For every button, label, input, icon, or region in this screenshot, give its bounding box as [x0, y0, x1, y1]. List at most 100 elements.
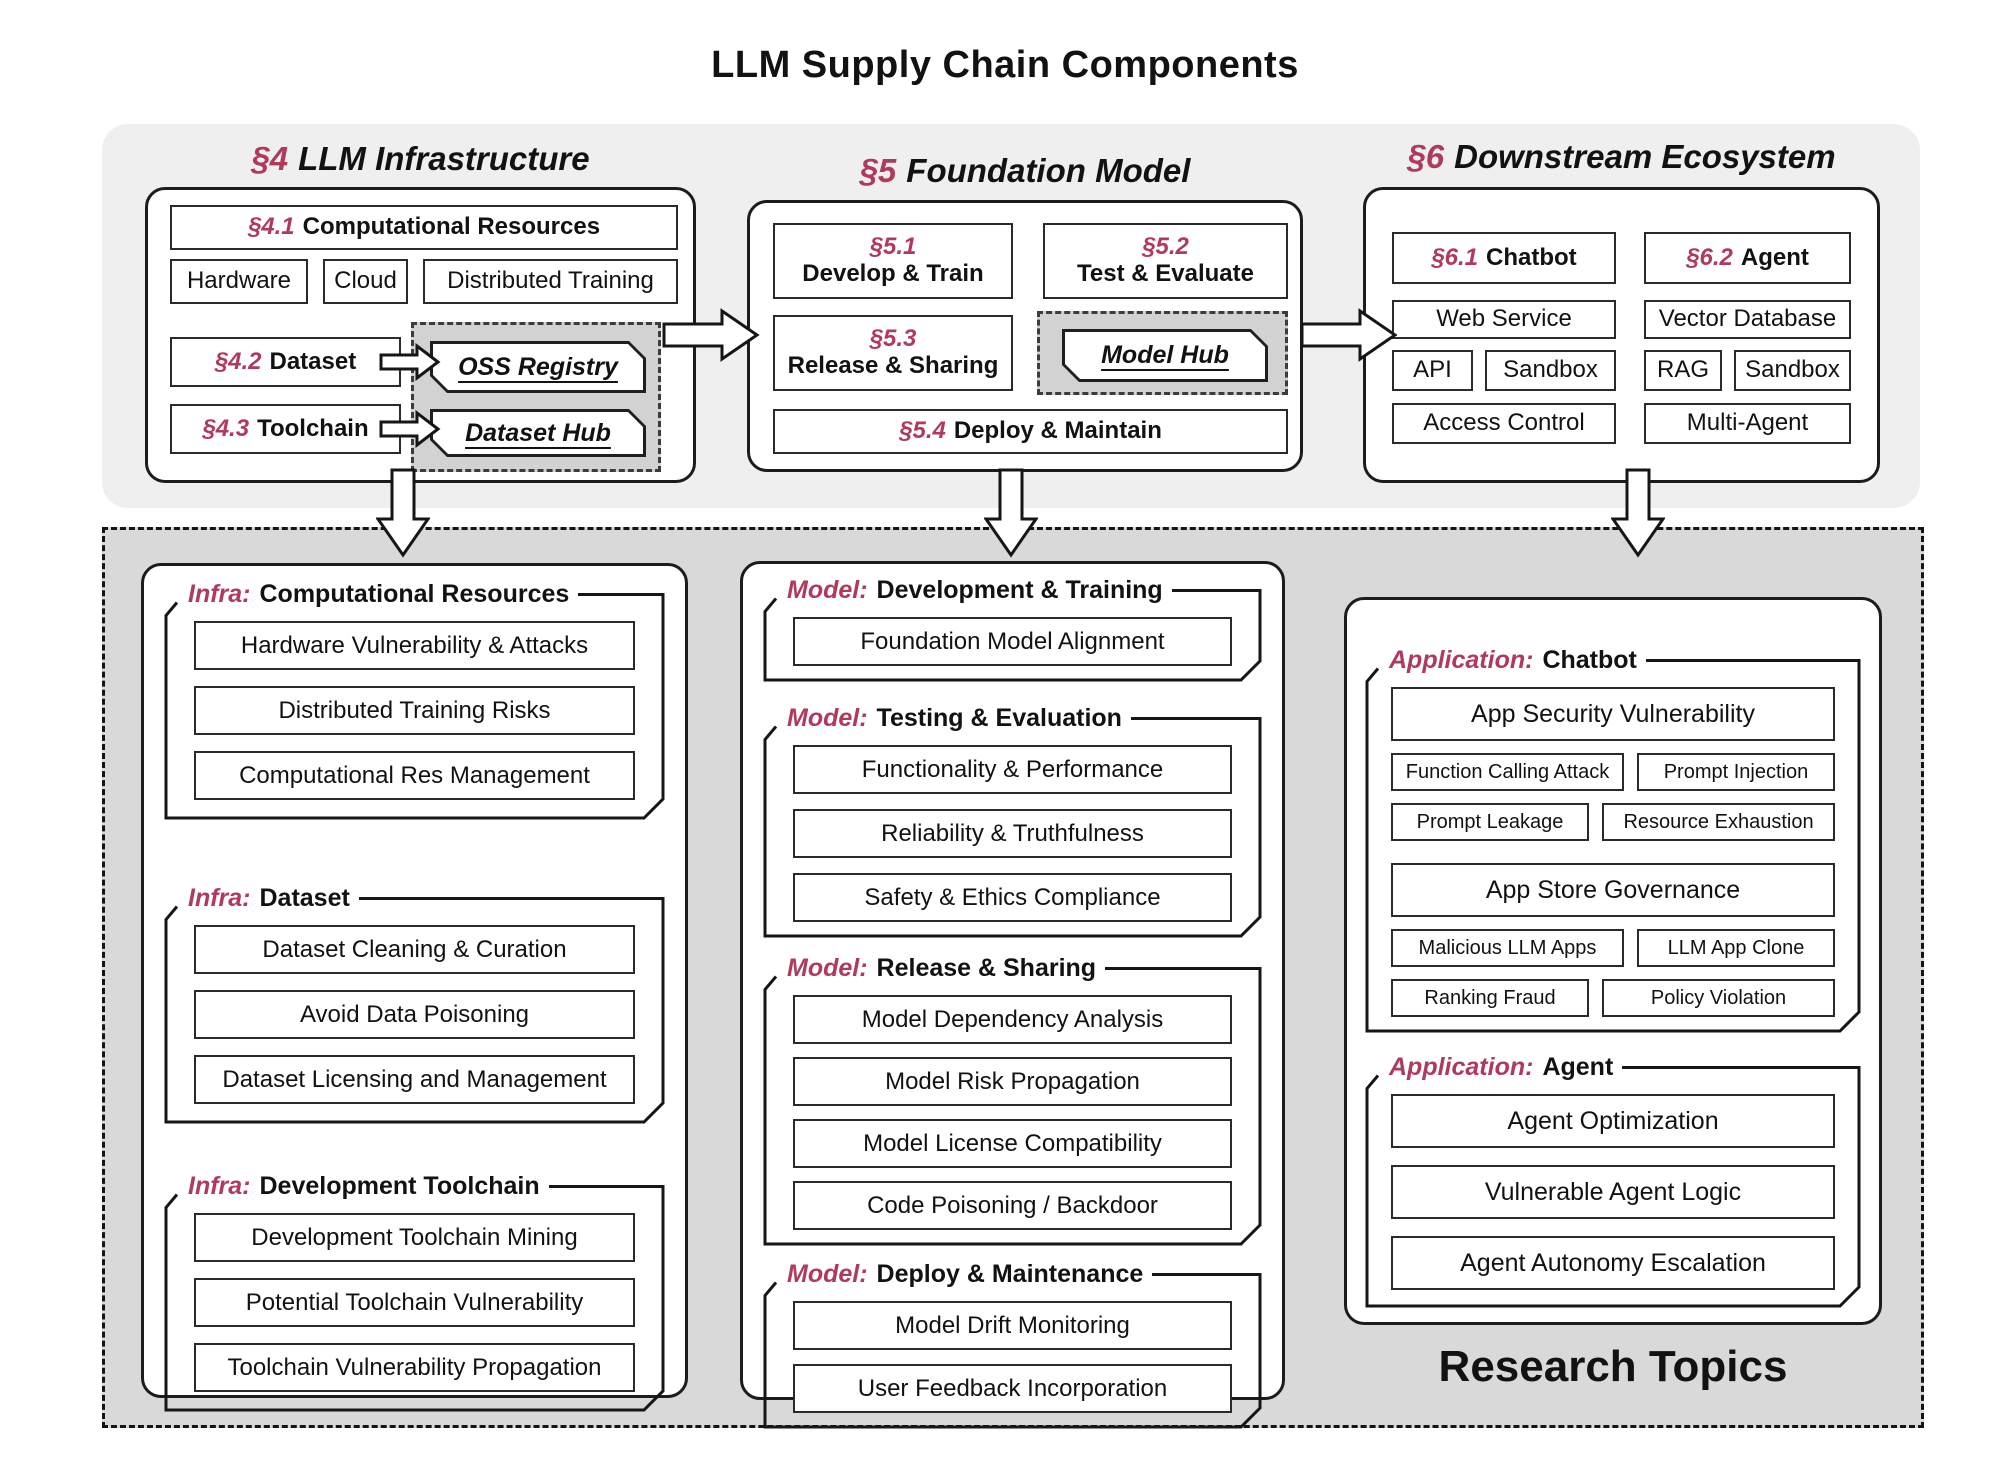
page-title: LLM Supply Chain Components: [711, 44, 1299, 86]
research-topic: Agent Optimization: [1391, 1094, 1835, 1148]
group-title: Model: Development & Training: [787, 576, 1163, 605]
cloud-box: Cloud: [323, 259, 408, 304]
research-group-development-toolchain: Infra:Development Toolchain Development …: [164, 1172, 665, 1412]
research-topic: User Feedback Incorporation: [793, 1364, 1232, 1413]
subsection-name: Deploy & Maintain: [953, 417, 1162, 445]
subsection-number: §5.1: [869, 233, 917, 261]
group-title: Infra: Computational Resources: [188, 580, 569, 609]
section-name: LLM Infrastructure: [298, 140, 590, 177]
subsection-number: §6.1: [1431, 243, 1479, 271]
group-prefix: Application:: [1389, 1053, 1534, 1081]
group-title: Application:Agent: [1389, 1053, 1613, 1082]
research-group-dataset: Infra: Dataset Dataset Cleaning & Curatio…: [164, 884, 665, 1124]
subsection-name: Agent: [1740, 243, 1809, 271]
group-title: Application: Chatbot: [1389, 646, 1637, 675]
oss-registry-label: OSS Registry: [458, 352, 618, 381]
research-topic: Computational Res Management: [194, 751, 635, 800]
research-group-testing-evaluation: Model:Testing & Evaluation Functionality…: [763, 704, 1262, 938]
distributed-training-box: Distributed Training: [423, 259, 678, 304]
research-topic: Distributed Training Risks: [194, 686, 635, 735]
release-sharing-box: §5.3 Release & Sharing: [773, 315, 1013, 391]
research-topic: Safety & Ethics Compliance: [793, 873, 1232, 922]
research-topic: Code Poisoning / Backdoor: [793, 1181, 1232, 1230]
subsection-name: Chatbot: [1486, 243, 1577, 271]
group-prefix: Application:: [1389, 646, 1534, 674]
section-number: §4: [251, 140, 289, 177]
group-name: Chatbot: [1542, 646, 1637, 674]
research-topic: Ranking Fraud: [1391, 979, 1590, 1017]
rag-box: RAG: [1644, 350, 1722, 391]
subsection-number: §4.3: [202, 414, 250, 442]
model-hub-box: Model Hub: [1062, 329, 1268, 382]
hardware-box: Hardware: [170, 259, 308, 304]
group-name: Development & Training: [876, 576, 1163, 604]
downstream-ecosystem-box: §6.1 Chatbot §6.2 Agent Web Service Vect…: [1363, 187, 1880, 483]
research-group-chatbot: Application: Chatbot App Security Vulnera…: [1365, 646, 1861, 1033]
model-hub-panel: Model Hub: [1037, 311, 1288, 395]
group-prefix: Model:: [787, 954, 868, 982]
registry-hub-panel: OSS Registry Dataset Hub: [411, 322, 661, 472]
test-evaluate-box: §5.2 Test & Evaluate: [1043, 223, 1288, 299]
research-topic: Malicious LLM Apps: [1391, 929, 1624, 967]
research-topic: Dataset Cleaning & Curation: [194, 925, 635, 974]
computational-resources-header: §4.1 Computational Resources: [170, 205, 678, 250]
research-topic: App Security Vulnerability: [1391, 687, 1835, 741]
research-topic: Hardware Vulnerability & Attacks: [194, 621, 635, 670]
group-prefix: Infra:: [188, 1172, 251, 1200]
group-name: Computational Resources: [259, 580, 570, 608]
research-topic: Dataset Licensing and Management: [194, 1055, 635, 1104]
toolchain-to-hub-arrow-icon: [379, 410, 441, 448]
section-name: Downstream Ecosystem: [1454, 138, 1836, 175]
research-topic: Foundation Model Alignment: [793, 617, 1232, 666]
sandbox-box: Sandbox: [1734, 350, 1851, 391]
research-topic: Prompt Leakage: [1391, 803, 1590, 841]
research-group-computational-resources: Infra: Computational Resources Hardware V…: [164, 580, 665, 820]
dataset-hub-label: Dataset Hub: [465, 418, 611, 447]
chatbot-box: §6.1 Chatbot: [1392, 232, 1616, 284]
section-name: Foundation Model: [906, 152, 1191, 189]
research-topic: Prompt Injection: [1636, 753, 1835, 791]
subsection-number: §6.2: [1686, 243, 1733, 271]
group-prefix: Infra:: [188, 580, 251, 608]
section-header-llm-infrastructure: §4 LLM Infrastructure: [145, 136, 696, 182]
research-topic: Vulnerable Agent Logic: [1391, 1165, 1835, 1219]
group-name: Testing & Evaluation: [876, 704, 1122, 732]
foundation-to-downstream-arrow-icon: [1300, 308, 1398, 362]
research-topic: Resource Exhaustion: [1602, 803, 1835, 841]
section-number: §5: [859, 152, 897, 189]
research-group-development-training: Model: Development & Training Foundation …: [763, 576, 1262, 682]
group-prefix: Model:: [787, 576, 868, 604]
oss-registry-box: OSS Registry: [430, 341, 646, 393]
research-topics-label: Research Topics: [1438, 1342, 1788, 1391]
develop-train-box: §5.1 Develop & Train: [773, 223, 1013, 299]
group-prefix: Infra:: [188, 884, 251, 912]
research-topic: Avoid Data Poisoning: [194, 990, 635, 1039]
subsection-name: Develop & Train: [802, 260, 984, 287]
group-title: Model:Testing & Evaluation: [787, 704, 1122, 733]
research-topic: Agent Autonomy Escalation: [1391, 1236, 1835, 1290]
application-research-column: Application: Chatbot App Security Vulnera…: [1344, 597, 1882, 1325]
infra-to-foundation-arrow-icon: [662, 308, 760, 362]
model-research-column: Model: Development & Training Foundation …: [740, 561, 1285, 1429]
research-topic: Function Calling Attack: [1391, 753, 1624, 791]
api-box: API: [1392, 350, 1473, 391]
subsection-name: Release & Sharing: [787, 352, 999, 379]
vector-database-box: Vector Database: [1644, 300, 1851, 339]
research-topic: App Store Governance: [1391, 863, 1835, 917]
sandbox-box: Sandbox: [1485, 350, 1616, 391]
foundation-model-box: §5.1 Develop & Train §5.2 Test & Evaluat…: [747, 200, 1303, 472]
dataset-to-registry-arrow-icon: [379, 343, 441, 381]
subsection-number: §5.3: [869, 325, 917, 353]
research-topic: Potential Toolchain Vulnerability: [194, 1278, 635, 1327]
group-title: Model: Deploy & Maintenance: [787, 1260, 1143, 1289]
toolchain-box: §4.3 Toolchain: [170, 404, 401, 454]
application-research-arrow-icon: [1611, 468, 1665, 558]
group-name: Dataset: [259, 884, 350, 912]
group-name: Release & Sharing: [876, 954, 1097, 982]
group-name: Deploy & Maintenance: [876, 1260, 1144, 1288]
subsection-name: Toolchain: [257, 414, 369, 442]
research-group-deploy-maintenance: Model:Deploy & Maintenance Model Drift M…: [763, 1260, 1262, 1429]
research-topic: Functionality & Performance: [793, 745, 1232, 794]
subsection-number: §4.1: [247, 213, 295, 241]
group-prefix: Model:: [787, 1260, 868, 1288]
